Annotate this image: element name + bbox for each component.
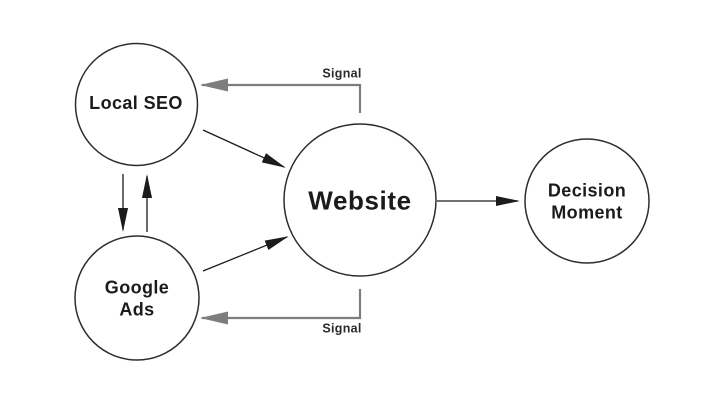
edge-google-ads-to-website — [202, 236, 289, 272]
node-website — [283, 123, 437, 277]
edge-local-seo-to-website — [202, 129, 286, 168]
node-local-seo — [74, 42, 199, 167]
node-label-local-seo: Local SEO — [89, 93, 183, 114]
node-label-decision-line1: Decision — [547, 180, 627, 201]
node-label-decision-line2: Moment — [551, 202, 623, 222]
edge-signal-website-to-local-seo — [200, 78, 362, 113]
node-label-website: Website — [308, 185, 412, 216]
node-label-google-ads-line2: Ads — [119, 299, 155, 319]
edge-signal-website-to-google-ads — [200, 289, 362, 325]
edge-label-signal-bottom: Signal — [322, 321, 362, 336]
node-decision-moment — [524, 138, 650, 264]
edge-label-signal-top: Signal — [322, 66, 362, 81]
node-google-ads — [74, 235, 200, 361]
node-label-google-ads-line1: Google — [104, 277, 170, 298]
